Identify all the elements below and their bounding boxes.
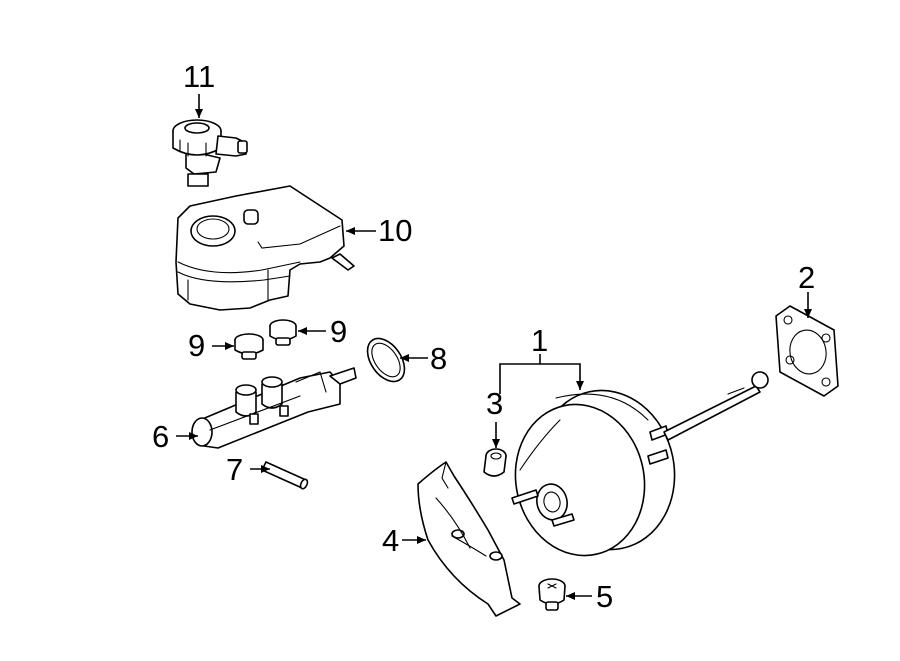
seal-ring [366, 337, 406, 383]
callout-1: 1 [531, 323, 548, 358]
callout-9-left: 9 [188, 328, 205, 363]
reservoir-grommet-left [234, 333, 264, 360]
callout-5: 5 [596, 579, 613, 614]
callout-11: 11 [183, 59, 215, 94]
reservoir-cap-sensor [172, 119, 248, 187]
callout-4: 4 [382, 523, 399, 558]
check-valve [538, 578, 566, 611]
gasket [775, 305, 839, 397]
master-cylinder [191, 367, 357, 449]
callout-8: 8 [430, 341, 447, 376]
callout-9-right: 9 [330, 314, 347, 349]
heat-shield [417, 461, 521, 617]
callout-7: 7 [226, 452, 243, 487]
fluid-reservoir [175, 185, 355, 311]
pin [261, 461, 309, 490]
callout-10: 10 [378, 213, 412, 248]
bushing [483, 448, 507, 477]
brake-booster [511, 371, 769, 557]
callout-3: 3 [486, 386, 503, 421]
bracket-1 [499, 363, 584, 394]
reservoir-grommet-right [269, 319, 297, 346]
callout-6: 6 [152, 419, 169, 454]
callout-2: 2 [798, 260, 815, 295]
